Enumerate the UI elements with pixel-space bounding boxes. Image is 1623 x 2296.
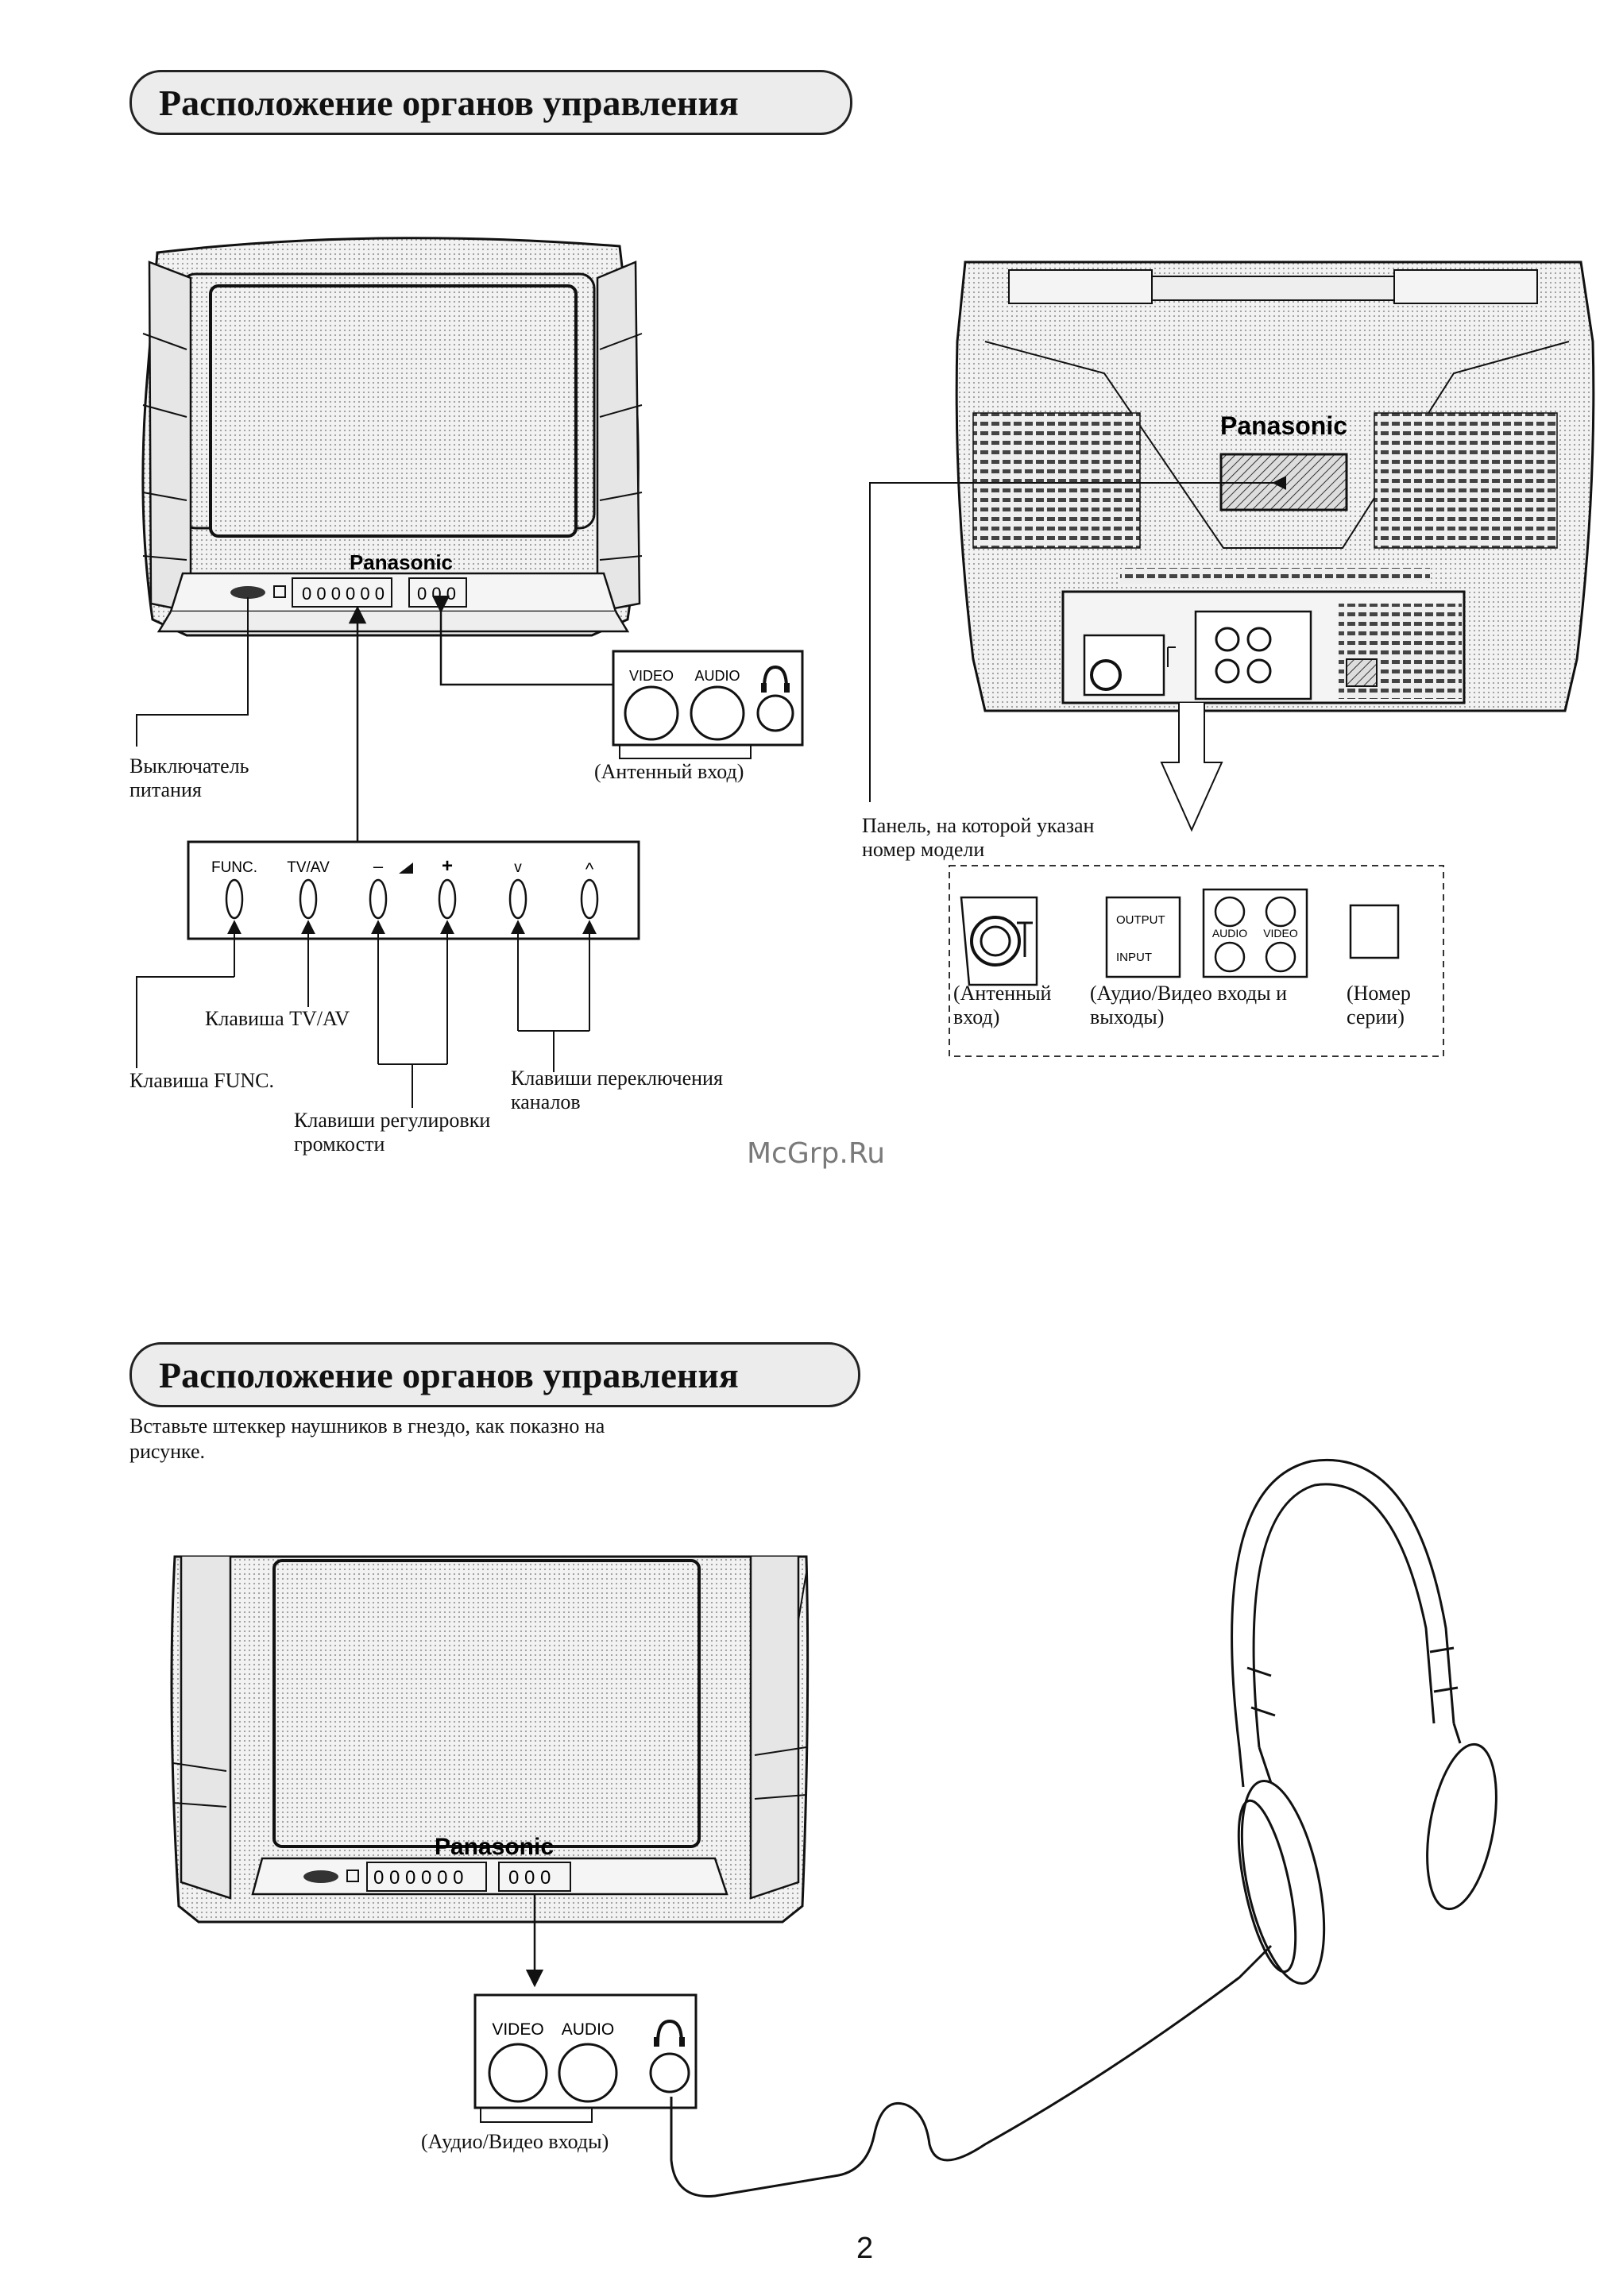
channel-keys-label: Клавиши переключения каналов [511, 1067, 723, 1114]
section2-intro: Вставьте штеккер наушников в гнездо, как… [129, 1414, 605, 1464]
section2-intro-line1: Вставьте штеккер наушников в гнездо, как… [129, 1414, 605, 1437]
front-av-video-label: VIDEO [629, 668, 674, 684]
av-inputs-caption: (Аудио/Видео входы) [421, 2130, 609, 2153]
control-func-label: FUNC. [211, 859, 257, 876]
control-tvav-label: TV/AV [287, 859, 330, 876]
rear-jack-audio-label: AUDIO [1212, 927, 1247, 940]
control-ch-up-label: ^ [585, 859, 594, 879]
model-panel-label-line2: номер модели [862, 838, 985, 861]
rear-jack-input-label: INPUT [1116, 951, 1152, 964]
rear-serial-caption-line2: серии) [1347, 1005, 1405, 1028]
model-panel-label-line1: Панель, на которой указан [862, 814, 1095, 837]
front-av-panel [612, 650, 804, 759]
rear-tv [955, 260, 1595, 712]
rear-av-caption: (Аудио/Видео входы и выходы) [1090, 982, 1287, 1029]
control-panel [187, 840, 640, 940]
section1-title-text: Расположение органов управления [159, 82, 739, 123]
front-av2-video-label: VIDEO [492, 2020, 543, 2039]
rear-tv-brand: Panasonic [1220, 411, 1347, 440]
front-tv-buttons: 0 0 0 0 0 0 [302, 584, 384, 604]
rear-serial-caption-line1: (Номер [1347, 982, 1411, 1005]
channel-keys-label-line2: каналов [511, 1090, 581, 1113]
rear-antenna-caption-line1: (Антенный [953, 982, 1052, 1005]
key-func-label: Клавиша FUNC. [129, 1069, 274, 1092]
rear-av-caption-line1: (Аудио/Видео входы и [1090, 982, 1288, 1005]
front-av-panel-2 [473, 1993, 698, 2123]
control-ch-down-label: v [514, 859, 522, 876]
rear-jack-detail [960, 888, 1400, 986]
power-switch-label: Выключатель питания [129, 754, 249, 802]
page-number: 2 [856, 2232, 874, 2265]
rear-antenna-caption-line2: вход) [953, 1005, 1000, 1028]
front-av-audio-label: AUDIO [694, 668, 740, 684]
channel-keys-label-line1: Клавиши переключения [511, 1067, 723, 1090]
rear-jack-output-label: OUTPUT [1116, 913, 1165, 927]
rear-jack-detail-box [949, 865, 1444, 1057]
antenna-input-caption: (Антенный вход) [594, 760, 744, 783]
volume-keys-label-line2: громкости [294, 1133, 385, 1156]
rear-av-caption-line2: выходы) [1090, 1005, 1165, 1028]
front-av2-audio-label: AUDIO [562, 2020, 615, 2039]
rear-jack-video-label: VIDEO [1263, 927, 1298, 940]
control-plus-label: + [442, 855, 453, 877]
front-tv-jacks: 0 0 0 [417, 584, 456, 604]
watermark: McGrp.Ru [747, 1137, 886, 1170]
volume-keys-label-line1: Клавиши регулировки [294, 1109, 491, 1132]
front-tv-brand: Panasonic [350, 550, 453, 574]
front-tv-2-buttons: 0 0 0 0 0 0 [373, 1867, 463, 1889]
front-tv-2-jacks: 0 0 0 [508, 1867, 551, 1889]
front-tv [141, 237, 643, 637]
key-tvav-label: Клавиша TV/AV [205, 1007, 350, 1030]
section2-intro-line2: рисунке. [129, 1440, 206, 1463]
headphones-icon [670, 1459, 1497, 2198]
section2-title-text: Расположение органов управления [159, 1354, 739, 1395]
front-tv-2-brand: Panasonic [435, 1834, 554, 1860]
power-switch-label-line1: Выключатель [129, 754, 249, 778]
model-panel-label: Панель, на которой указан номер модели [862, 814, 1094, 862]
section1-title: Расположение органов управления [129, 70, 852, 135]
section2-title: Расположение органов управления [129, 1342, 860, 1407]
power-switch-label-line2: питания [129, 778, 202, 801]
rear-serial-caption: (Номер серии) [1347, 982, 1411, 1029]
control-minus-label: – [373, 856, 384, 876]
front-tv-2 [170, 1555, 810, 1924]
volume-keys-label: Клавиши регулировки громкости [294, 1109, 490, 1156]
rear-antenna-caption: (Антенный вход) [953, 982, 1051, 1029]
